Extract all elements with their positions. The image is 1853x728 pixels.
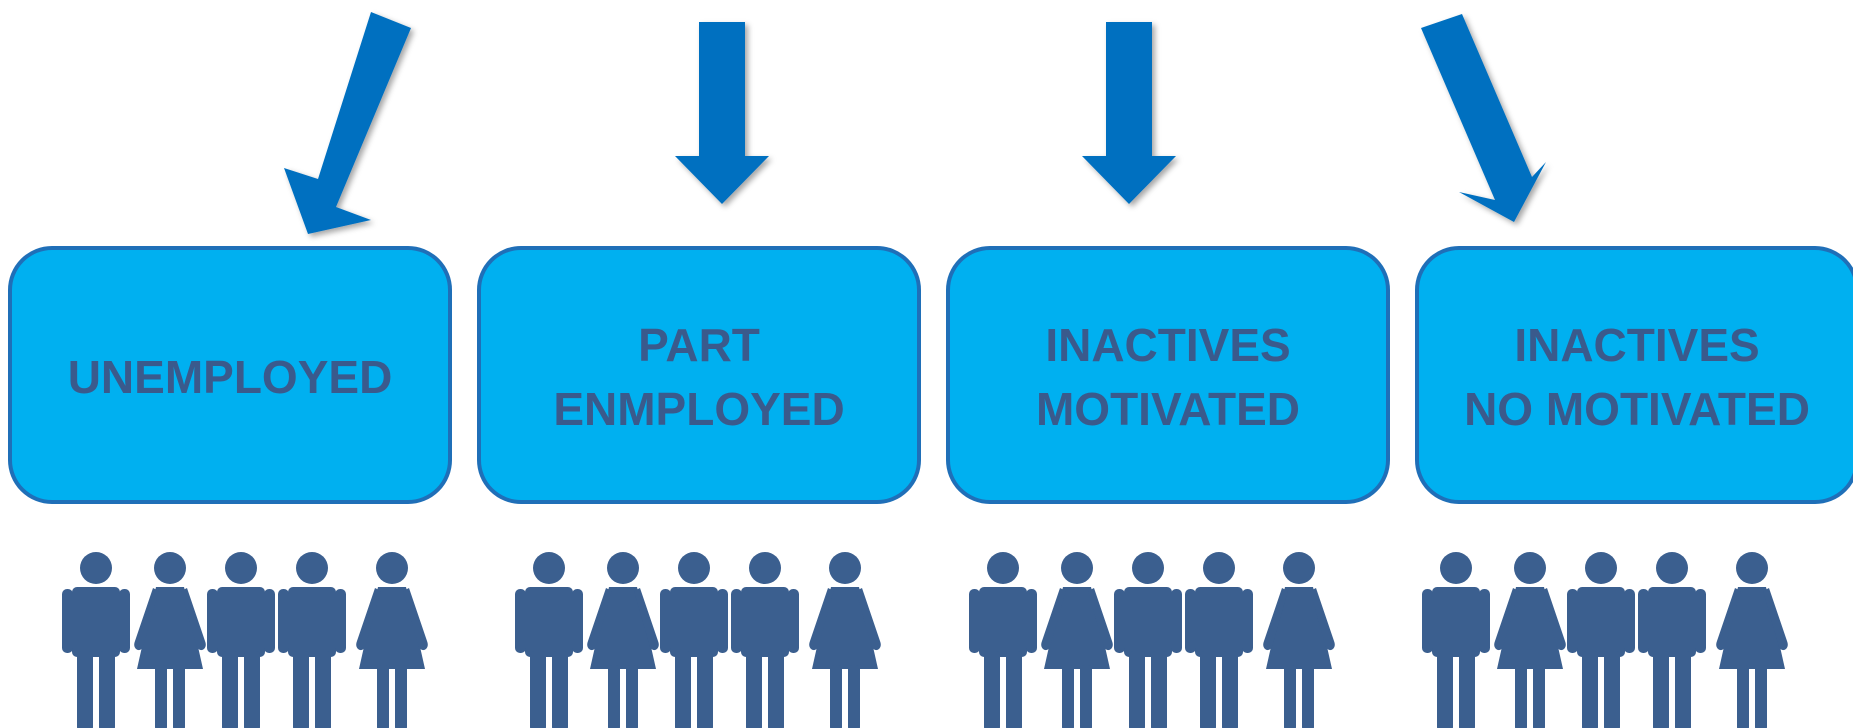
category-label-motivated-line1: INACTIVES	[1045, 319, 1290, 371]
arrows-group	[284, 12, 1546, 234]
woman-icon	[1494, 552, 1566, 728]
man-icon	[1567, 552, 1635, 728]
category-label-no-motivated-line1: INACTIVES	[1514, 319, 1759, 371]
people-group-3	[969, 552, 1335, 728]
people-group-2	[515, 552, 881, 728]
category-label-no-motivated-line2: NO MOTIVATED	[1464, 383, 1810, 435]
woman-icon	[1041, 552, 1113, 728]
category-box-inactives-motivated: INACTIVES MOTIVATED	[946, 246, 1390, 504]
man-icon	[731, 552, 799, 728]
category-label-motivated-line2: MOTIVATED	[1036, 383, 1300, 435]
woman-icon	[587, 552, 659, 728]
man-icon	[207, 552, 275, 728]
man-icon	[1638, 552, 1706, 728]
arrow-down-1-icon	[675, 22, 769, 204]
arrow-diagonal-right-icon	[1421, 14, 1546, 222]
man-icon	[1114, 552, 1182, 728]
man-icon	[1185, 552, 1253, 728]
man-icon	[1422, 552, 1490, 728]
arrow-down-2-icon	[1082, 22, 1176, 204]
man-icon	[969, 552, 1037, 728]
category-box-unemployed: UNEMPLOYED	[8, 246, 452, 504]
man-icon	[62, 552, 130, 728]
man-icon	[515, 552, 583, 728]
arrow-diagonal-left-icon	[284, 12, 411, 234]
people-group-1	[62, 552, 428, 728]
woman-icon	[1716, 552, 1788, 728]
woman-icon	[809, 552, 881, 728]
woman-icon	[134, 552, 206, 728]
people-groups	[62, 552, 1788, 728]
category-label-part-line1: PART	[638, 319, 760, 371]
category-label-unemployed: UNEMPLOYED	[68, 351, 393, 403]
woman-icon	[356, 552, 428, 728]
category-label-part-line2: ENMPLOYED	[553, 383, 844, 435]
man-icon	[660, 552, 728, 728]
man-icon	[278, 552, 346, 728]
woman-icon	[1263, 552, 1335, 728]
people-group-4	[1422, 552, 1788, 728]
category-boxes: UNEMPLOYED PART ENMPLOYED INACTIVES MOTI…	[8, 246, 1853, 504]
category-box-inactives-no-motivated: INACTIVES NO MOTIVATED	[1415, 246, 1853, 504]
category-box-part-employed: PART ENMPLOYED	[477, 246, 921, 504]
